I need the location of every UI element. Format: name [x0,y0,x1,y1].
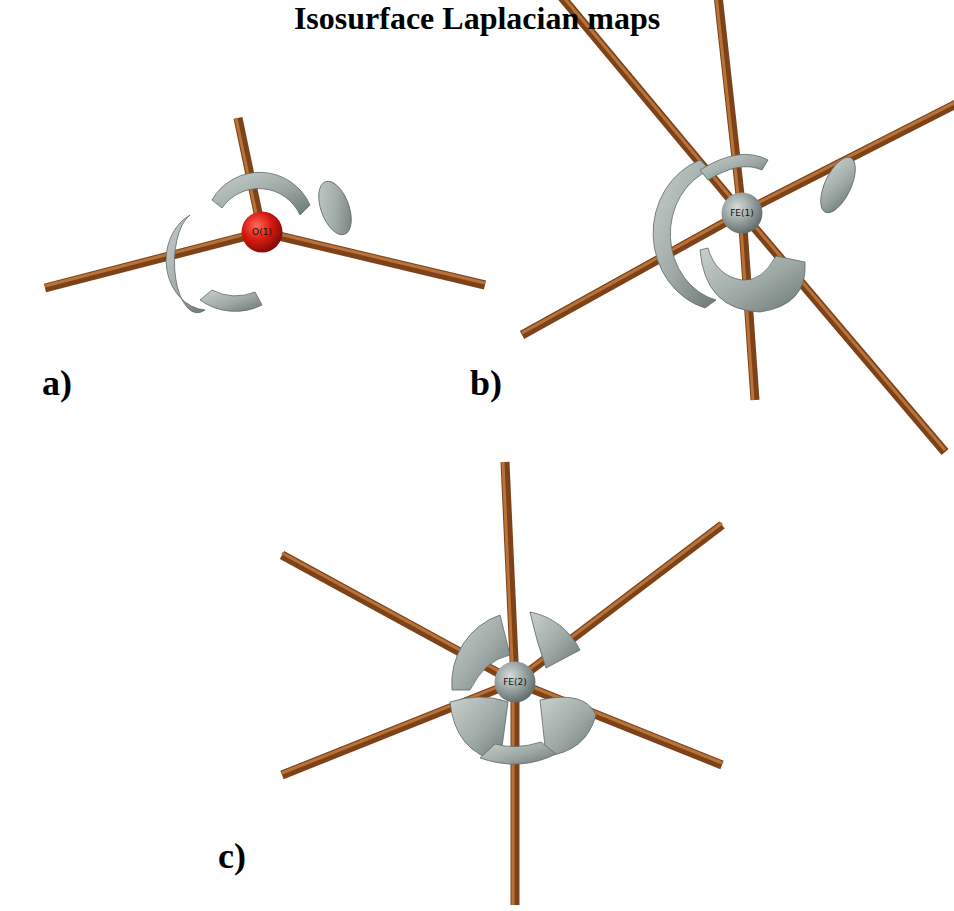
figure-title: Isosurface Laplacian maps [0,0,954,37]
atom-sphere: FE(2) [494,661,536,703]
atom-sphere: O(1) [241,211,283,253]
atom-label: O(1) [252,227,272,237]
atom-sphere: FE(1) [721,192,763,234]
panel-label: a) [42,362,72,404]
atom-label: FE(2) [503,677,527,687]
laplacian-isosurface [166,152,862,764]
atom-label: FE(1) [730,208,754,218]
panel-label: c) [218,835,246,877]
panel-label: b) [470,362,502,404]
bond-rods [45,0,954,905]
